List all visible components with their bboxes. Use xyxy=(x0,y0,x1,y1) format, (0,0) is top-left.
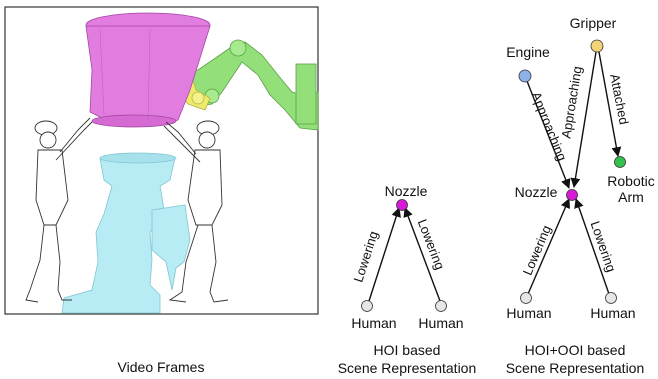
hoi-node-nozzle xyxy=(396,199,408,211)
engine-illustration xyxy=(61,152,191,314)
ooi-node-human-left xyxy=(520,292,532,304)
hoi-node-nozzle-label: Nozzle xyxy=(385,183,428,199)
ooi-node-human-right xyxy=(605,292,617,304)
ooi-node-nozzle-label: Nozzle xyxy=(515,184,558,200)
video-frame: Video Frames xyxy=(4,6,319,375)
hoi-caption-line2: Scene Representation xyxy=(338,360,477,376)
ooi-edge-gripper-nozzle xyxy=(570,51,597,188)
worker-right-illustration xyxy=(163,120,229,303)
ooi-node-human-right-label: Human xyxy=(590,305,635,321)
video-frames-caption: Video Frames xyxy=(118,359,205,375)
hoi-edge-left xyxy=(368,207,401,302)
ooi-node-engine-label: Engine xyxy=(506,44,550,60)
ooi-node-robotic-arm xyxy=(614,156,626,168)
hoi-caption-line1: HOI based xyxy=(374,342,441,358)
ooi-node-nozzle xyxy=(566,189,578,201)
ooi-node-gripper-label: Gripper xyxy=(570,15,617,31)
ooi-node-robotic-arm-label-2: Arm xyxy=(618,189,644,205)
hoi-graph: Lowering Lowering Nozzle Human Human HOI… xyxy=(338,183,477,376)
ooi-node-gripper xyxy=(590,39,604,53)
hoi-edge-right-label: Lowering xyxy=(415,217,448,272)
hoi-node-human-right xyxy=(435,300,447,312)
ooi-node-robotic-arm-label-1: Robotic xyxy=(607,173,654,189)
ooi-edge-gripper-nozzle-label: Approaching xyxy=(558,65,584,139)
ooi-edge-human-left xyxy=(527,198,571,295)
nozzle-illustration xyxy=(85,12,211,128)
hoi-ooi-graph: Approaching Approaching Attached Lowerin… xyxy=(506,15,655,376)
hoi-node-human-left-label: Human xyxy=(351,315,396,331)
ooi-node-human-left-label: Human xyxy=(506,305,551,321)
ooi-edge-gripper-arm xyxy=(598,51,622,157)
ooi-edge-engine-nozzle xyxy=(526,80,571,189)
ooi-caption-line1: HOI+OOI based xyxy=(525,342,626,358)
ooi-node-engine xyxy=(518,69,532,83)
ooi-edge-human-left-label: Lowering xyxy=(520,223,554,277)
hoi-node-human-right-label: Human xyxy=(418,315,463,331)
hoi-node-human-left xyxy=(361,300,373,312)
ooi-caption-line2: Scene Representation xyxy=(506,360,645,376)
hoi-edge-right xyxy=(403,207,441,302)
worker-left-illustration xyxy=(25,117,93,303)
ooi-edge-human-right xyxy=(574,198,610,295)
